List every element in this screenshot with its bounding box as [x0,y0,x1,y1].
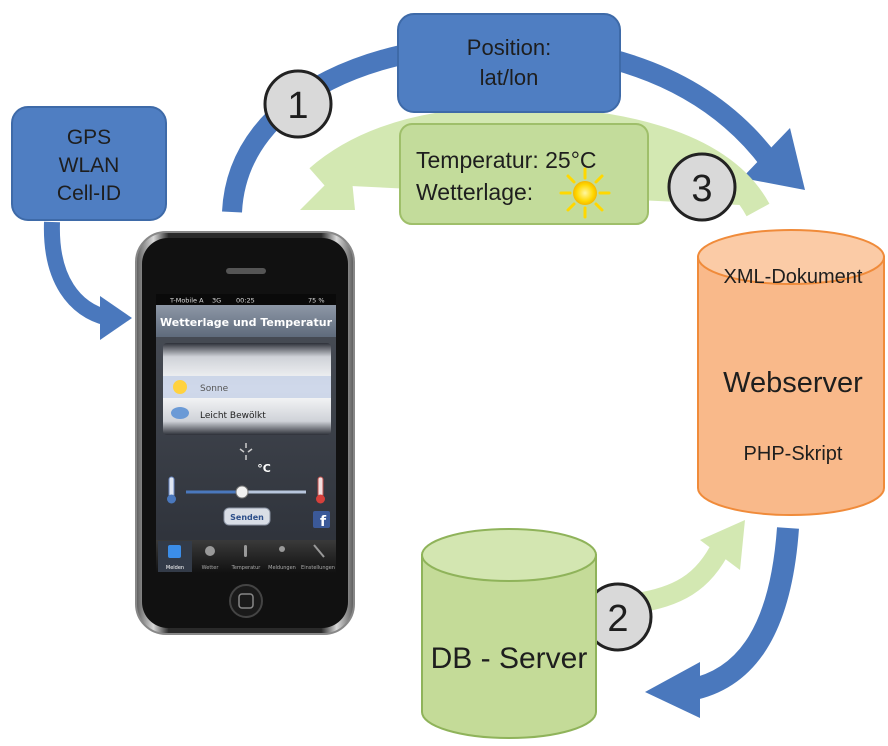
tab-temperatur-label: Temperatur [231,565,262,571]
slider-thumb[interactable] [235,485,249,499]
picker-option-leicht-bewoelkt[interactable]: Leicht Bewölkt [171,407,266,421]
temperature-text: Temperatur: 25°C [416,147,597,173]
source-gps: GPS [67,126,111,149]
position-label: Position: [467,35,551,60]
step-3-label: 3 [691,168,712,210]
screen-title: Wetterlage und Temperatur [160,316,333,329]
facebook-icon[interactable]: f [313,511,330,530]
tab-wetter-icon [205,546,215,556]
php-script-label: PHP-Skript [744,443,843,465]
status-carrier: T-Mobile A [169,297,204,305]
step-2-circle: 2 [583,582,653,652]
send-button-label: Senden [230,513,264,522]
db-server-cylinder: DB - Server [421,528,597,739]
status-network: 3G [212,297,221,305]
home-button[interactable] [229,584,263,618]
step-1-circle: 1 [263,69,333,139]
send-button[interactable]: Senden [223,507,271,526]
position-box: Position: lat/lon [397,13,621,113]
tab-meldungen-label: Meldungen [268,565,296,571]
tab-temperatur[interactable]: Temperatur [231,545,262,571]
query-arrow [645,527,799,718]
tab-melden[interactable]: Melden [166,545,184,571]
nav-bar [156,305,336,337]
tab-meldungen[interactable]: Meldungen [268,546,296,571]
temp-unit: °C [257,462,271,475]
tab-wetter[interactable]: Wetter [202,546,220,571]
tab-melden-icon [168,545,181,558]
picker-option-sonne-label: Sonne [200,384,229,394]
status-battery: 75 % [308,297,325,305]
tab-einstellungen[interactable]: Einstellungen [301,544,335,571]
step-1-label: 1 [287,85,308,127]
xml-document-label: XML-Dokument [724,266,863,288]
temperature-slider[interactable] [186,485,306,499]
tab-einstellungen-icon [313,544,325,558]
sun-icon [559,167,611,219]
position-value: lat/lon [480,65,539,90]
svg-text:f: f [320,514,327,530]
tab-meldungen-icon [279,546,285,552]
thermometer-hot-icon [316,476,325,504]
phone-mockup: T-Mobile A 3G 00:25 75 % Wetterlage und … [135,231,355,635]
tab-melden-label: Melden [166,565,184,571]
tab-einstellungen-label: Einstellungen [301,565,335,571]
tab-temperatur-icon [244,545,247,557]
picker-option-leicht-bewoelkt-label: Leicht Bewölkt [200,411,266,421]
loading-spinner-icon [239,443,253,460]
location-sources-box: GPS WLAN Cell-ID [11,106,167,221]
status-time: 00:25 [236,297,255,305]
earpiece [226,268,266,274]
db-server-title: DB - Server [431,642,588,675]
source-cell-id: Cell-ID [57,182,121,205]
source-arrow [43,221,132,340]
webserver-cylinder: XML-Dokument Webserver PHP-Skript [697,229,885,516]
thermometer-cold-icon [167,476,176,504]
webserver-title: Webserver [723,367,863,399]
picker-option-sonne[interactable]: Sonne [173,380,229,394]
weather-box: Temperatur: 25°C Wetterlage: [399,123,649,225]
step-2-label: 2 [607,598,628,640]
tab-wetter-label: Wetter [202,565,220,571]
condition-text: Wetterlage: [416,179,533,205]
step-3-circle: 3 [667,152,737,222]
source-wlan: WLAN [59,154,120,177]
